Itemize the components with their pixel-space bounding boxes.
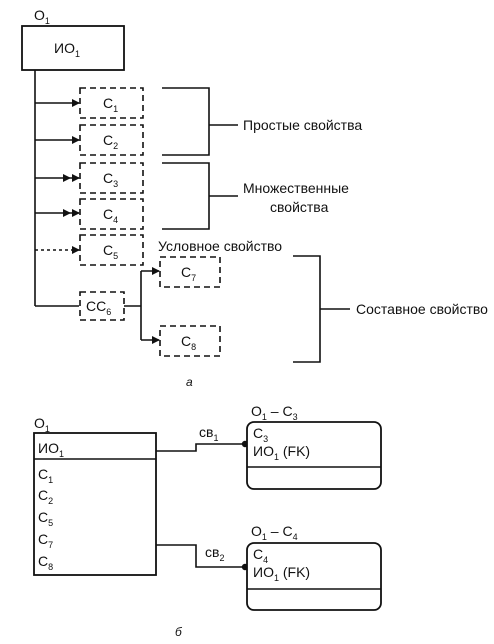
arrow-c4-second-head (63, 209, 71, 217)
relation-entity-2-row-2: ИО1 (FK) (253, 564, 310, 583)
relation-link-1 (156, 443, 244, 452)
entity-row-c1: C1 (38, 466, 53, 485)
object-label-b: O1 (34, 415, 50, 434)
identifier-label: ИО1 (54, 40, 80, 59)
relation-entity-title-2: O1 – C4 (251, 523, 298, 542)
property-label-c8: C8 (181, 333, 196, 352)
composite-label-cc6: CC6 (86, 298, 111, 317)
relation-label-1: св1 (199, 424, 218, 443)
property-label-c4: C4 (103, 206, 118, 225)
property-label-c5: C5 (103, 242, 118, 261)
property-box-c5 (79, 234, 144, 266)
relation-entity-1-row-1: C3 (253, 425, 268, 444)
relation-entity-1 (246, 421, 382, 490)
property-label-c1: C1 (103, 95, 118, 114)
relation-link-2 (156, 544, 244, 568)
property-box-c8 (159, 325, 221, 357)
multiple-properties-label-2: свойства (270, 199, 329, 215)
property-box-c3 (79, 162, 144, 194)
entity-table-o1 (33, 432, 157, 576)
property-box-c1 (79, 87, 144, 119)
relation-label-2: св2 (205, 544, 224, 563)
bracket-composite (293, 255, 321, 363)
multiple-properties-label-1: Множественные (243, 180, 349, 196)
entity-row-c2: C2 (38, 487, 53, 506)
entity-row-c5: C5 (38, 509, 53, 528)
relation-entity-2-row-1: C4 (253, 546, 268, 565)
part-b: O1 ИО1 C1 C2 C5 C7 C8 св1 O1 – C3 C3 ИО1… (33, 403, 382, 639)
caption-b: б (175, 625, 183, 639)
identifier-box (21, 25, 125, 71)
property-label-c7: C7 (181, 264, 196, 283)
composite-box-cc6 (79, 291, 125, 321)
property-box-c2 (79, 124, 144, 156)
conditional-property-label: Условное свойство (158, 238, 282, 254)
arrow-c3-second-head (63, 174, 71, 182)
property-label-c3: C3 (103, 170, 118, 189)
caption-a: а (186, 375, 193, 389)
property-label-c2: C2 (103, 132, 118, 151)
composite-property-label: Составное свойство (356, 301, 488, 317)
object-label-a: O1 (34, 7, 50, 26)
relation-entity-2 (246, 542, 382, 611)
bracket-simple (162, 87, 210, 156)
bracket-multiple (162, 162, 210, 230)
property-box-c4 (79, 198, 144, 230)
property-box-c7 (159, 256, 221, 288)
relation-entity-title-1: O1 – C3 (251, 403, 298, 422)
entity-row-c7: C7 (38, 531, 53, 550)
simple-properties-label: Простые свойства (243, 117, 362, 133)
relation-entity-1-row-2: ИО1 (FK) (253, 443, 310, 462)
entity-key-row: ИО1 (38, 440, 64, 459)
entity-row-c8: C8 (38, 553, 53, 572)
part-a: O1 ИО1 C1 C2 C3 C4 C5 CC6 (21, 7, 488, 389)
